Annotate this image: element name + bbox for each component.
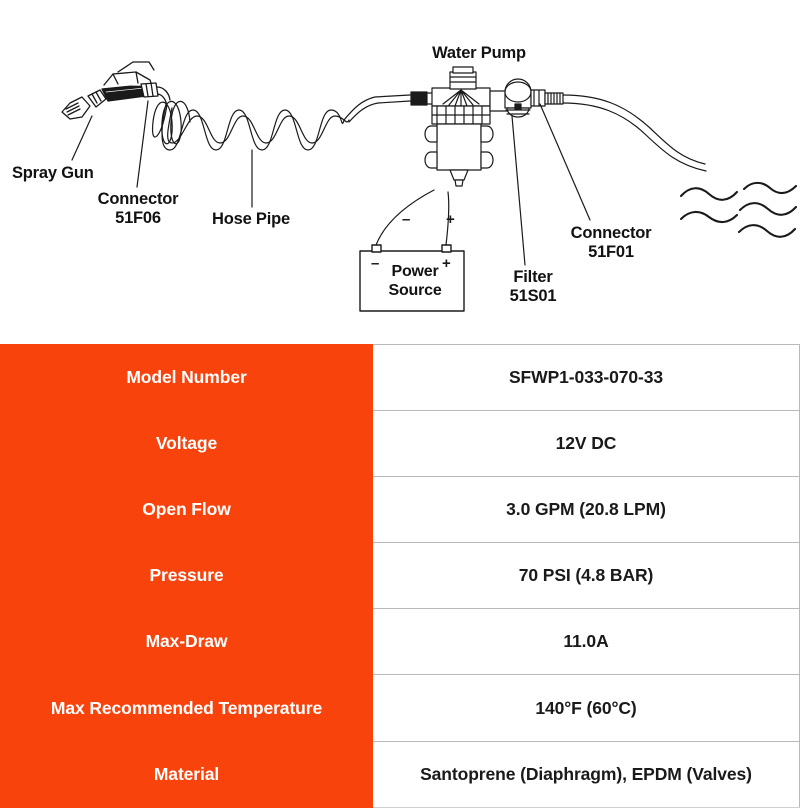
table-row: Open Flow 3.0 GPM (20.8 LPM) — [0, 476, 800, 544]
spec-value-cell: Santoprene (Diaphragm), EPDM (Valves) — [373, 741, 800, 808]
coiled-hose-illustration — [151, 94, 411, 151]
wire-positive-sign: + — [446, 211, 455, 228]
spec-value-cell: 11.0A — [373, 608, 800, 676]
power-source-illustration — [359, 189, 465, 312]
specification-table-body: Model Number SFWP1-033-070-33 Voltage 12… — [0, 343, 800, 808]
specification-table: Model Number SFWP1-033-070-33 Voltage 12… — [0, 343, 800, 808]
water-pump-system-diagram: – + – + Water Pump Spray Gun Connector 5… — [0, 0, 800, 344]
label-spray-gun: Spray Gun — [12, 164, 94, 182]
label-water-pump: Water Pump — [432, 44, 526, 62]
filter-and-connector-illustration — [489, 78, 564, 118]
intake-hose-illustration — [562, 94, 707, 172]
table-row: Model Number SFWP1-033-070-33 — [0, 343, 800, 412]
spray-gun-illustration — [61, 61, 171, 120]
label-connector-51f06: Connector 51F06 — [97, 190, 179, 227]
table-row: Max Recommended Temperature 140°F (60°C) — [0, 674, 800, 742]
spec-label-cell: Material — [0, 741, 373, 808]
table-row: Material Santoprene (Diaphragm), EPDM (V… — [0, 741, 800, 808]
label-connector-51f01: Connector 51F01 — [570, 224, 652, 261]
water-waves-illustration — [679, 181, 798, 238]
spec-value-cell: 12V DC — [373, 410, 800, 478]
spec-label-cell: Max Recommended Temperature — [0, 674, 373, 742]
spec-value-cell: 70 PSI (4.8 BAR) — [373, 542, 800, 610]
diagram-illustration: – + – + — [61, 61, 798, 312]
spec-label-cell: Max-Draw — [0, 608, 373, 676]
table-row: Voltage 12V DC — [0, 410, 800, 478]
spec-value-cell: 3.0 GPM (20.8 LPM) — [373, 476, 800, 544]
spec-value-cell: SFWP1-033-070-33 — [373, 343, 800, 412]
table-row: Pressure 70 PSI (4.8 BAR) — [0, 542, 800, 610]
spec-label-cell: Model Number — [0, 343, 373, 412]
label-hose-pipe: Hose Pipe — [212, 210, 290, 228]
battery-positive-sign: + — [442, 255, 451, 272]
water-pump-illustration — [410, 66, 494, 187]
spec-value-cell: 140°F (60°C) — [373, 674, 800, 742]
spec-label-cell: Open Flow — [0, 476, 373, 544]
table-row: Max-Draw 11.0A — [0, 608, 800, 676]
spec-label-cell: Voltage — [0, 410, 373, 478]
label-power-source: Power Source — [388, 263, 442, 299]
label-filter-51s01: Filter 51S01 — [509, 268, 557, 305]
battery-negative-sign: – — [371, 255, 379, 272]
wire-negative-sign: – — [402, 211, 410, 228]
leader-lines — [71, 100, 591, 266]
spec-label-cell: Pressure — [0, 542, 373, 610]
